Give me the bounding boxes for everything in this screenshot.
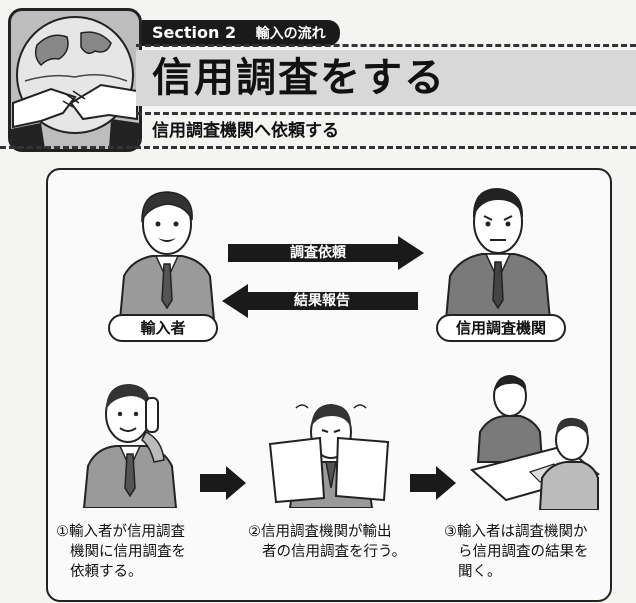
- report-arrow-icon: [222, 284, 418, 318]
- agency-person-icon: [444, 188, 552, 320]
- page-title: 信用調査をする: [152, 55, 446, 101]
- phone-call-person-icon: [82, 384, 178, 508]
- reading-documents-person-icon: [268, 404, 390, 508]
- importer-label: 輸入者: [108, 314, 218, 342]
- meeting-people-icon: [470, 375, 600, 510]
- request-arrow-label: 調査依頼: [290, 245, 346, 261]
- step-arrow-1-icon: [200, 466, 246, 500]
- step-1-line-2: 機関に信用調査を: [70, 544, 186, 560]
- page-subtitle: 信用調査機関へ依頼する: [152, 121, 339, 141]
- step-3-line-3: 聞く。: [458, 564, 502, 580]
- divider-mid: [136, 112, 636, 115]
- step-2-line-1: ②信用調査機関が輸出: [248, 524, 392, 540]
- globe-handshake-icon: [11, 16, 139, 149]
- divider-bottom: [0, 146, 636, 149]
- title-bar: [136, 50, 636, 106]
- request-arrow-icon: [228, 236, 424, 270]
- step-3-line-1: ③輸入者は調査機関か: [444, 524, 588, 540]
- agency-label: 信用調査機関: [436, 314, 566, 342]
- section-tab: Section 2 輸入の流れ: [142, 20, 340, 46]
- step-3-line-2: ら信用調査の結果を: [458, 544, 589, 560]
- importer-person-icon: [118, 191, 216, 320]
- step-1-line-1: ①輸入者が信用調査: [56, 524, 185, 540]
- step-2-line-2: 者の信用調査を行う。: [262, 544, 407, 560]
- step-1-line-3: 依頼する。: [70, 564, 143, 580]
- step-arrow-2-icon: [410, 466, 456, 500]
- section-subtitle: 輸入の流れ: [255, 26, 326, 42]
- step-3-text: ③輸入者は調査機関か ら信用調査の結果を 聞く。: [444, 522, 589, 582]
- section-number: Section 2: [152, 23, 237, 42]
- divider-top: [136, 44, 636, 47]
- section-emblem: [8, 8, 142, 152]
- report-arrow-label: 結果報告: [294, 293, 350, 309]
- step-2-text: ②信用調査機関が輸出 者の信用調査を行う。: [248, 522, 406, 562]
- step-1-text: ①輸入者が信用調査 機関に信用調査を 依頼する。: [56, 522, 186, 582]
